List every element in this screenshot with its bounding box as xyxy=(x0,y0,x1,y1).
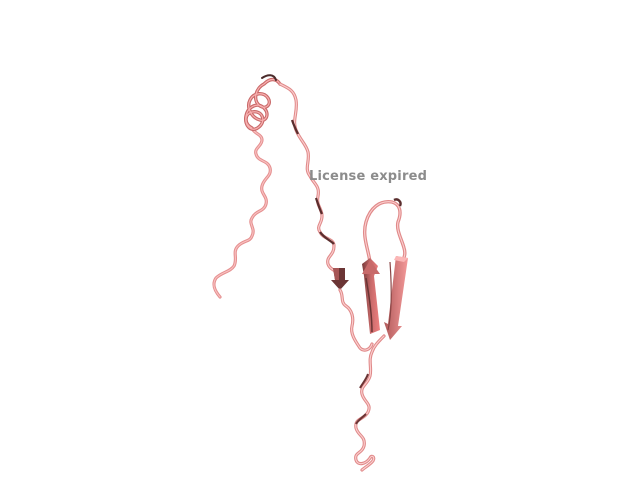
license-watermark: License expired xyxy=(309,169,428,184)
coil-c-terminal xyxy=(354,334,386,472)
beta-strand-up xyxy=(362,258,380,334)
beta-strand-short xyxy=(331,268,349,290)
helix-turns xyxy=(244,74,282,131)
beta-strand-down xyxy=(384,256,408,340)
coil-n-terminal xyxy=(212,126,272,299)
